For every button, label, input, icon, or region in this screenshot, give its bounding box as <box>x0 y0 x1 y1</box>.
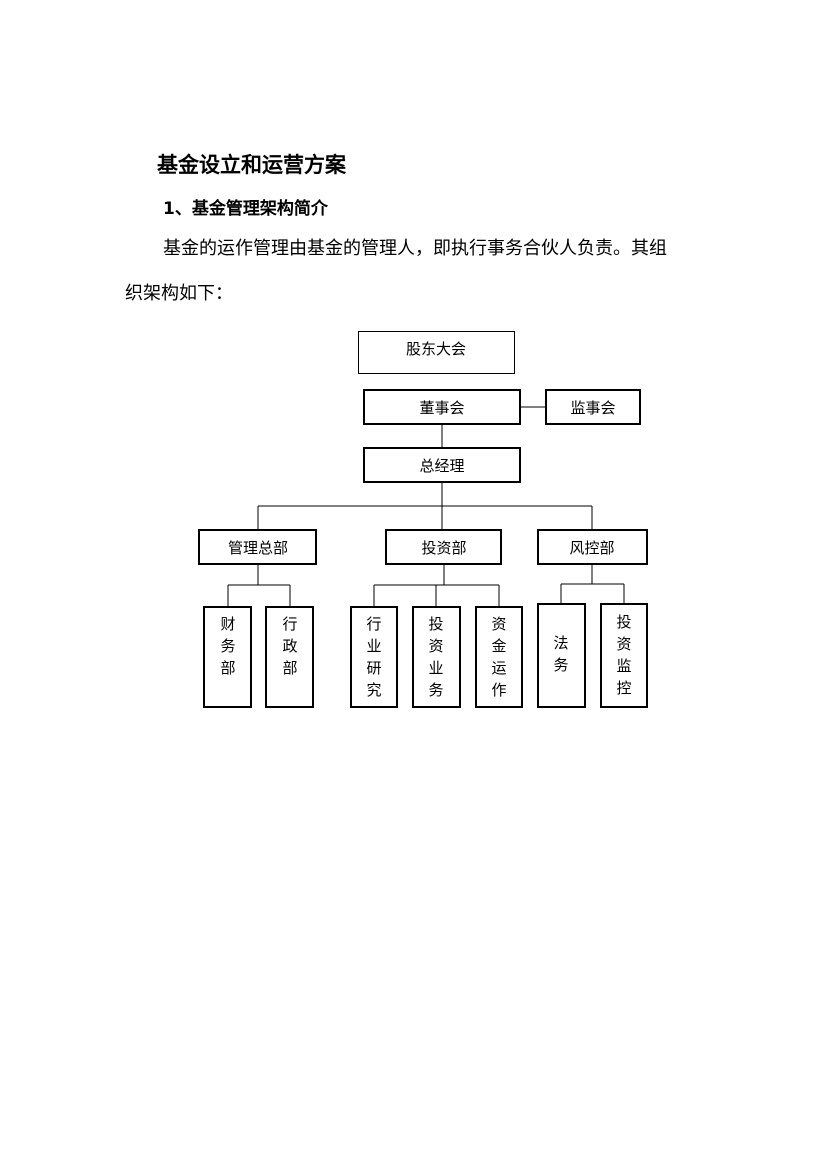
org-node-risk-dept: 风控部 <box>537 529 648 565</box>
org-node-investment-business: 投资业务 <box>412 606 461 708</box>
paragraph-line-2: 织架构如下： <box>125 283 233 304</box>
org-node-investment-dept: 投资部 <box>385 529 502 565</box>
org-label-investment-dept: 投资部 <box>421 539 466 557</box>
org-label-risk-dept: 风控部 <box>569 539 614 557</box>
org-label-board-of-directors: 董事会 <box>419 399 464 417</box>
org-node-board-of-supervisors: 监事会 <box>545 389 641 425</box>
org-node-legal: 法务 <box>537 603 586 708</box>
org-label-board-of-supervisors: 监事会 <box>570 399 615 417</box>
org-label-fund-operation: 资金运作 <box>491 615 506 699</box>
org-label-administration: 行政部 <box>282 615 297 677</box>
org-node-fund-operation: 资金运作 <box>475 606 523 708</box>
org-label-industry-research: 行业研究 <box>366 615 381 699</box>
org-node-admin-hq: 管理总部 <box>198 529 317 565</box>
org-node-board-of-directors: 董事会 <box>363 389 521 425</box>
org-node-shareholders-meeting: 股东大会 <box>358 331 515 374</box>
org-label-legal: 法务 <box>553 634 568 674</box>
org-label-admin-hq: 管理总部 <box>228 539 288 557</box>
org-label-shareholders-meeting: 股东大会 <box>406 340 466 358</box>
org-label-investment-business: 投资业务 <box>428 615 443 699</box>
org-connectors <box>227 406 625 607</box>
org-node-industry-research: 行业研究 <box>350 606 398 708</box>
org-label-general-manager: 总经理 <box>419 457 464 475</box>
org-node-administration: 行政部 <box>265 606 314 708</box>
org-label-finance: 财务部 <box>220 615 235 677</box>
org-node-general-manager: 总经理 <box>363 447 521 483</box>
org-node-finance: 财务部 <box>203 606 252 708</box>
org-label-investment-monitoring: 投资监控 <box>616 613 631 697</box>
org-node-investment-monitoring: 投资监控 <box>600 603 648 708</box>
document-title: 基金设立和运营方案 <box>157 153 346 177</box>
section-heading: 1、基金管理架构简介 <box>163 199 328 219</box>
paragraph-line-1: 基金的运作管理由基金的管理人，即执行事务合伙人负责。其组 <box>163 238 667 259</box>
